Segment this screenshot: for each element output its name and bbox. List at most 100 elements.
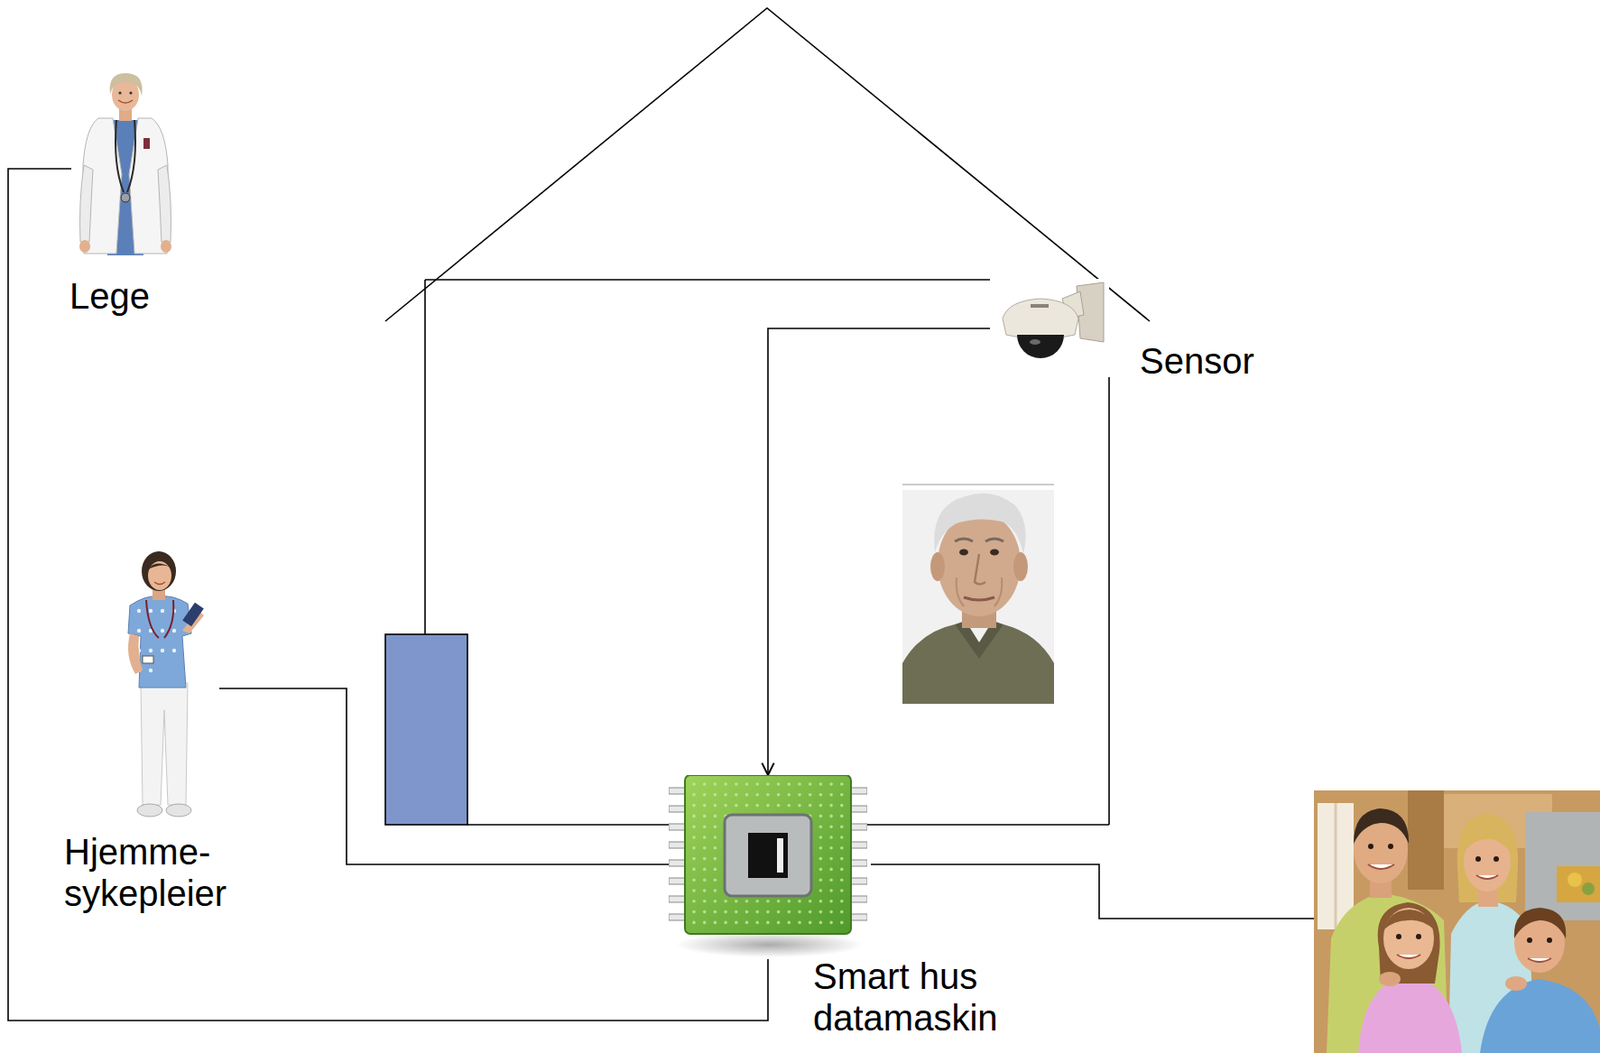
nurse-node: Hjemme- sykepleier	[110, 547, 220, 822]
chip-icon	[819, 857, 824, 861]
house-outline	[385, 8, 1150, 322]
chip-icon	[734, 782, 739, 787]
nurse-figure	[160, 609, 165, 613]
family-photo	[1581, 882, 1595, 896]
nurse-figure	[128, 596, 192, 688]
chip-icon	[808, 793, 813, 797]
chip-icon	[713, 857, 718, 861]
chip-icon	[713, 899, 718, 904]
chip-icon	[808, 804, 813, 808]
chip-icon	[713, 868, 718, 872]
chip-icon	[808, 921, 813, 925]
family-photo	[1526, 937, 1533, 944]
chip-icon	[840, 868, 844, 872]
resident-photo	[934, 493, 1026, 555]
node-label: Smart hus datamaskin	[813, 955, 1010, 1039]
doctor-figure	[118, 100, 133, 103]
family-photo	[1505, 976, 1527, 991]
nurse-figure	[140, 683, 188, 805]
chip-icon	[734, 921, 739, 925]
chip-icon	[702, 921, 707, 925]
family-photo	[1317, 803, 1354, 930]
chip-icon	[745, 910, 750, 915]
doctor-figure	[129, 91, 132, 94]
chip-icon	[755, 804, 759, 808]
chip-icon	[808, 899, 813, 904]
chip-icon	[819, 878, 824, 882]
chip-icon	[702, 793, 707, 797]
node-label: Hjemme- sykepleier	[64, 831, 250, 915]
chip-icon	[829, 888, 833, 893]
chip-icon	[755, 921, 759, 925]
chip-icon	[787, 793, 792, 797]
chip-icon	[797, 793, 802, 797]
chip-icon	[766, 793, 770, 797]
nurse-figure	[142, 656, 154, 664]
node-icon	[71, 65, 179, 256]
family-photo	[1368, 864, 1395, 870]
nurse-figure	[148, 648, 153, 653]
family-photo	[1334, 803, 1338, 930]
camera-icon	[1029, 339, 1041, 345]
node-icon	[110, 547, 220, 822]
door-box	[385, 634, 468, 825]
house-outline	[385, 8, 1150, 825]
camera-icon	[989, 278, 1110, 378]
chip-icon	[787, 782, 792, 787]
chip-icon	[819, 921, 824, 925]
family-photo	[1514, 907, 1566, 939]
chip-icon	[702, 782, 707, 787]
chip-icon	[702, 910, 707, 915]
resident-photo	[902, 484, 1055, 486]
family-photo	[1368, 843, 1374, 850]
chip-icon	[797, 782, 802, 787]
family-photo	[1525, 812, 1600, 921]
chip-icon	[787, 921, 792, 925]
resident-photo	[902, 490, 1055, 704]
chip-icon	[819, 814, 824, 819]
chip-icon	[724, 814, 812, 897]
nurse-figure	[137, 628, 141, 633]
chip-icon	[840, 824, 844, 829]
resident-photo	[974, 554, 986, 585]
chip-icon	[819, 910, 824, 915]
chip-icon	[766, 782, 770, 787]
doctor-node: Lege	[71, 65, 179, 256]
family-photo	[1353, 808, 1409, 844]
nurse-figure	[154, 582, 166, 585]
nurse-figure	[148, 668, 153, 673]
node-label: Lege	[69, 275, 250, 317]
family-photo	[1313, 790, 1600, 1053]
family-photo	[1396, 934, 1402, 940]
nurse-figure	[182, 602, 204, 628]
chip-icon	[713, 846, 718, 851]
chip-icon	[702, 835, 707, 840]
node-icon	[989, 278, 1110, 378]
chip-icon	[745, 782, 750, 787]
family-photo	[1383, 907, 1434, 970]
resident-photo	[902, 624, 1055, 704]
chip-icon	[684, 775, 851, 935]
doctor-figure	[157, 165, 172, 242]
chip-icon	[713, 793, 718, 797]
chip-icon	[755, 899, 759, 904]
chip-icon	[797, 899, 802, 904]
chip-icon	[840, 782, 844, 787]
doctor-figure	[118, 91, 121, 94]
chip-icon	[797, 804, 802, 808]
chip-icon	[692, 814, 696, 819]
doctor-figure	[160, 240, 172, 253]
chip-icon	[702, 857, 707, 861]
chip-icon	[819, 835, 824, 840]
chip-icon	[723, 910, 728, 915]
node-label: Sensor	[1139, 340, 1321, 382]
chip-icon	[692, 846, 696, 851]
chip-icon	[755, 793, 759, 797]
family-photo	[1457, 813, 1518, 903]
chip-icon	[840, 835, 844, 840]
chip-icon	[702, 824, 707, 829]
resident-photo	[956, 577, 964, 607]
chip-icon	[819, 899, 824, 904]
doctor-figure	[110, 73, 143, 97]
resident-photo	[994, 577, 1002, 607]
